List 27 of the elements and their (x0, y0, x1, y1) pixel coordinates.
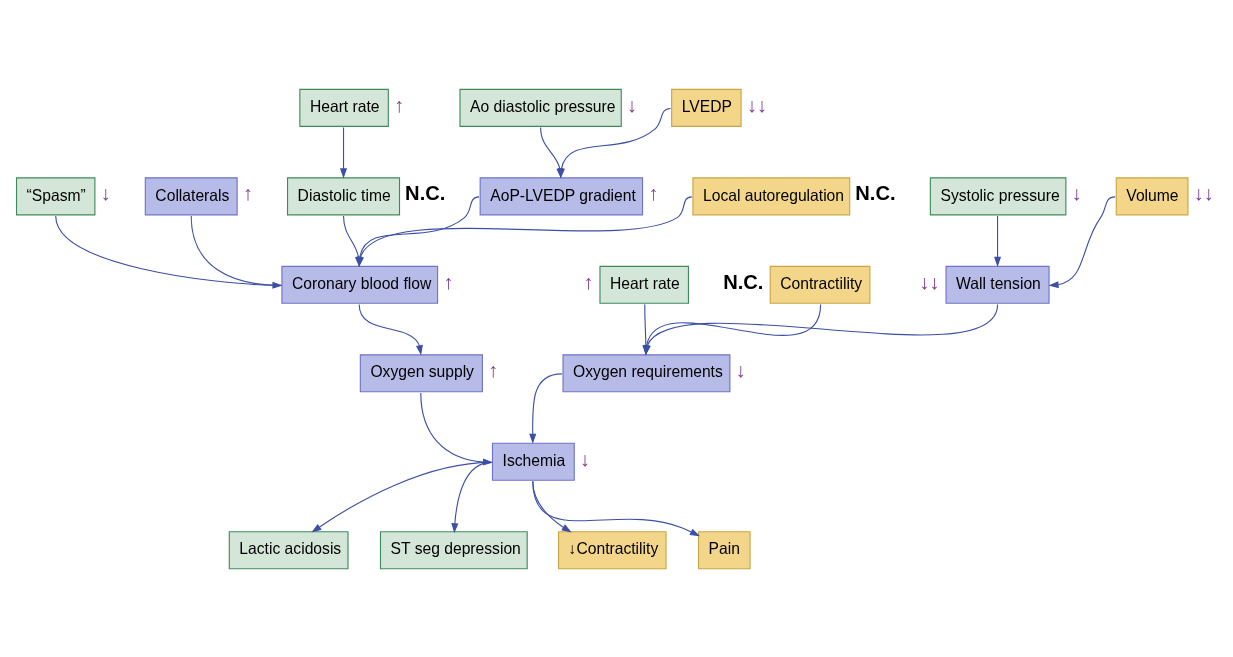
node-label: ↓ (100, 182, 111, 205)
node-label: ↓ (579, 447, 590, 470)
arrow (532, 480, 572, 533)
connector (190, 215, 282, 286)
node-label: ↓↓ (919, 270, 940, 293)
node-label: ↓ (735, 359, 746, 382)
node-label: ↓↓ (1193, 182, 1214, 205)
node-label: ↑ (487, 359, 499, 382)
arrow (1048, 196, 1116, 289)
arrow (311, 461, 492, 533)
arrow (532, 480, 701, 537)
node-label: ↓↓ (746, 93, 767, 116)
node-label: N.C. (405, 182, 446, 205)
arrow (340, 126, 348, 179)
arrow (451, 461, 492, 534)
arrow (994, 215, 1002, 267)
node-label: ↓ (626, 93, 637, 116)
node-label: ↑ (443, 270, 454, 293)
node-label: ↑ (242, 182, 253, 205)
arrow (529, 373, 563, 444)
node-label: N.C. (855, 182, 896, 205)
node-label: N.C. (723, 270, 764, 293)
node-label: ↓ (1071, 182, 1082, 205)
node-label: ↑ (393, 93, 404, 116)
node-label: ↑ (583, 270, 594, 293)
arrow (358, 303, 423, 356)
node-label: ↑ (648, 182, 659, 205)
